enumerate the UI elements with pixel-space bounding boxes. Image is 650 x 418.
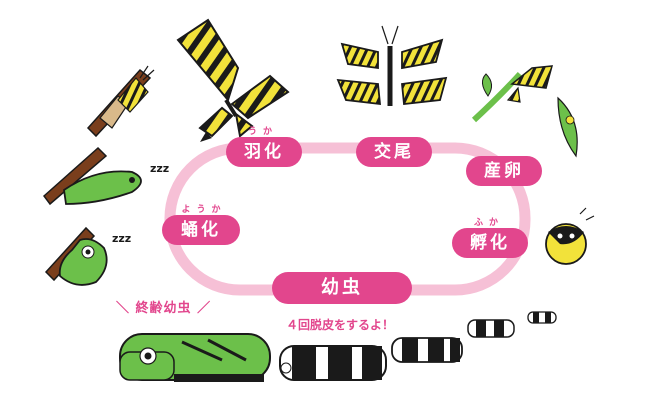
prepupa-illustration — [44, 226, 108, 286]
egg-laying-illustration — [471, 65, 578, 158]
mating-butterflies-illustration — [336, 25, 448, 106]
chrysalis-illustration — [42, 146, 142, 206]
sleep-mark-prepupa: zzz — [112, 232, 131, 245]
eclosion-ruby: うか — [247, 127, 278, 137]
stage-label-pupation: 蛹化 — [162, 215, 240, 245]
final-instar-bracket-right: ／ — [191, 301, 212, 316]
stage-label-eclosion: 羽化 — [226, 137, 302, 167]
caterpillar-instar-4 — [279, 345, 387, 381]
caterpillar-instar-2 — [467, 319, 515, 338]
sleep-mark-chrysalis: zzz — [150, 162, 169, 175]
hatching-egg-illustration — [545, 207, 595, 265]
hatching-ruby: ふか — [473, 218, 504, 228]
caterpillar-instar-1 — [527, 311, 557, 324]
stage-label-larva: 幼虫 — [272, 272, 412, 304]
final-instar-text: 終齢幼虫 — [135, 301, 192, 316]
final-instar-bracket-left: ＼ — [116, 301, 136, 316]
eclosion-illustration — [86, 65, 155, 138]
caterpillar-instar-3 — [391, 337, 463, 363]
final-instar-label: ＼ 終齢幼虫 ／ — [116, 297, 211, 316]
stage-label-egg-laying: 産卵 — [466, 156, 542, 186]
molts-note: ４回脱皮をするよ！ — [286, 318, 395, 332]
stage-label-hatching: 孵化 — [452, 228, 528, 258]
stage-label-mating: 交尾 — [356, 137, 432, 167]
final-instar-caterpillar-illustration — [119, 333, 271, 382]
pupation-ruby: ようか — [181, 205, 227, 215]
butterfly-illustration — [176, 18, 290, 142]
